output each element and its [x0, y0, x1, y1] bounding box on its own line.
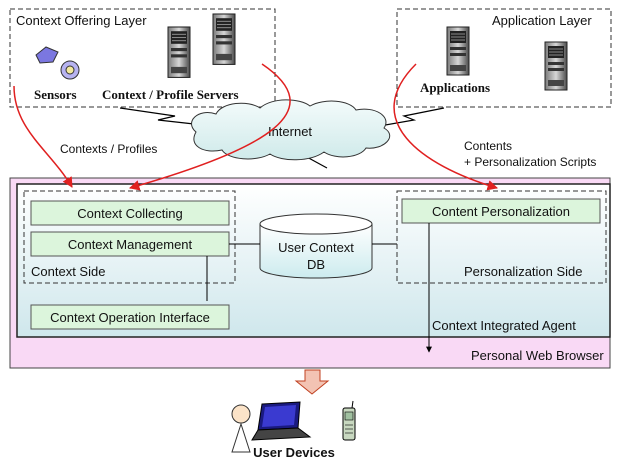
phone-icon	[342, 400, 356, 441]
data-flow-arrows	[13, 63, 499, 191]
module-connectors	[206, 243, 397, 301]
application-layer-title: Application Layer	[492, 13, 592, 28]
context-operation-interface-module	[30, 304, 230, 330]
internet-label: Internet	[268, 124, 312, 139]
sensor-icon	[35, 46, 80, 80]
personalization-side-label: Personalization Side	[464, 264, 583, 279]
personal-web-browser-label: Personal Web Browser	[471, 348, 604, 363]
personalization-scripts-label: + Personalization Scripts	[464, 155, 596, 169]
context-offering-layer-title: Context Offering Layer	[16, 13, 147, 28]
sensors-label: Sensors	[34, 87, 77, 102]
contexts-profiles-label: Contexts / Profiles	[60, 142, 157, 156]
context-side-label: Context Side	[31, 264, 105, 279]
person-icon	[231, 404, 251, 453]
personalization-side-box	[396, 190, 607, 284]
internet-cloud	[191, 99, 391, 161]
user-context-db	[259, 213, 373, 279]
db-label-line2: DB	[307, 257, 325, 272]
application-to-agent-arrow	[393, 63, 499, 191]
context-collecting-module	[30, 200, 230, 226]
context-operation-interface-label: Context Operation Interface	[50, 310, 210, 325]
sensor-to-agent-arrow	[13, 85, 73, 188]
laptop-icon	[251, 401, 312, 441]
application-layer-box	[396, 8, 612, 108]
server-to-agent-arrow	[128, 63, 291, 191]
content-personalization-label: Content Personalization	[432, 204, 570, 219]
applications-label: Applications	[420, 80, 490, 95]
db-label-line1: User Context	[278, 240, 354, 255]
context-side-box	[23, 190, 236, 284]
contents-label: Contents	[464, 139, 512, 153]
servers-label: Context / Profile Servers	[102, 87, 239, 102]
context-management-label: Context Management	[68, 237, 193, 252]
down-arrow-icon	[294, 369, 330, 395]
content-personalization-module	[401, 198, 601, 224]
context-collecting-label: Context Collecting	[77, 206, 183, 221]
context-management-module	[30, 231, 230, 257]
user-devices-label: User Devices	[253, 445, 335, 460]
context-integrated-agent-label: Context Integrated Agent	[432, 318, 576, 333]
